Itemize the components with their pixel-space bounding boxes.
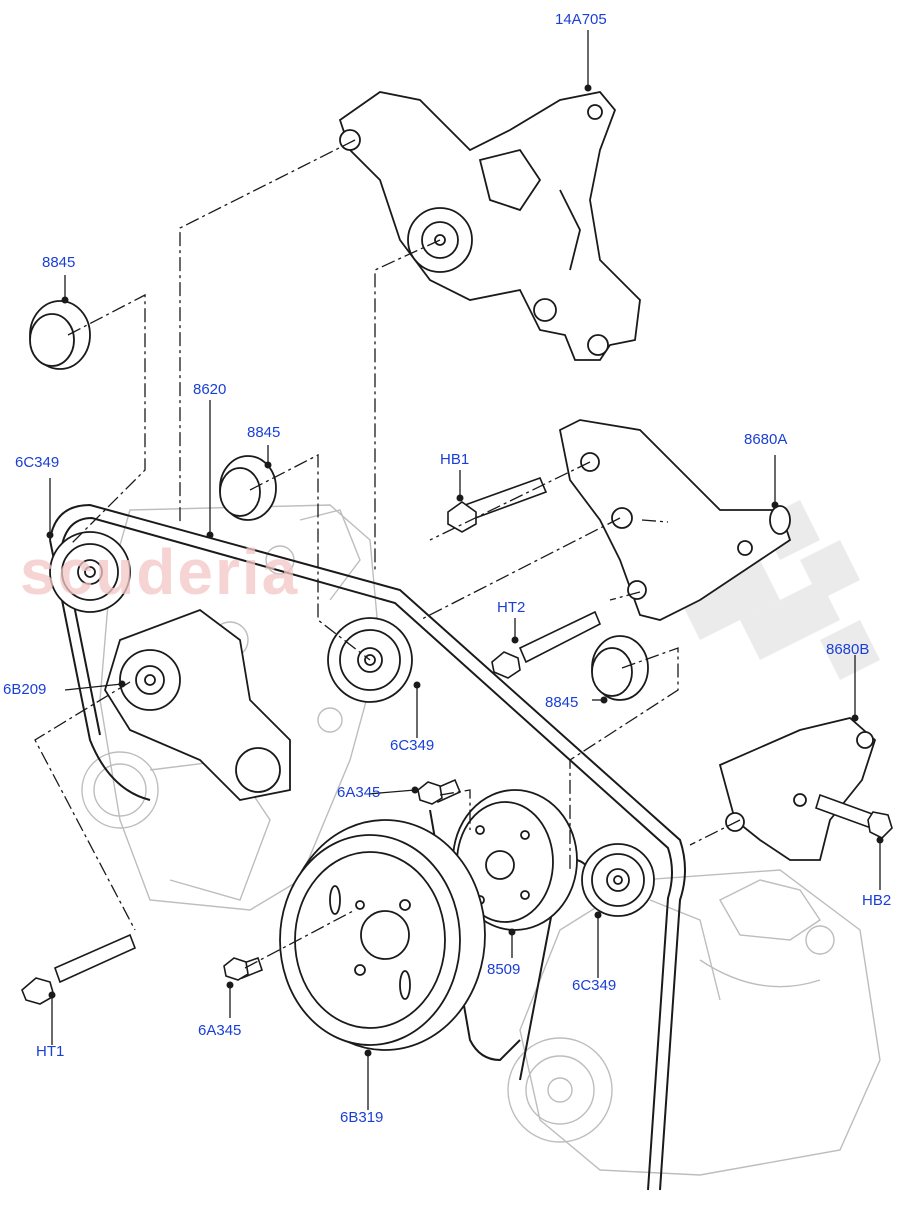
pulley-cap-8845-right (591, 635, 649, 701)
callout-8680a: 8680A (744, 431, 788, 448)
callout-6b319: 6B319 (340, 1109, 384, 1126)
callout-14a705: 14A705 (555, 11, 607, 28)
callout-6c349-left: 6C349 (15, 454, 60, 471)
callout-8680b: 8680B (826, 641, 870, 658)
callout-6a345-bottom: 6A345 (198, 1022, 242, 1039)
bracket-8680b (718, 717, 877, 861)
callout-6c349-right: 6C349 (572, 977, 617, 994)
callout-ht2: HT2 (497, 599, 526, 616)
bolt-6a345-bottom (223, 956, 263, 981)
callout-hb2: HB2 (862, 892, 892, 909)
bolt-ht2 (491, 610, 602, 679)
watermark-brand: scuderia (20, 536, 300, 608)
idler-pulley-6c349-right (581, 843, 655, 917)
bolt-ht1 (21, 933, 137, 1005)
callout-8509: 8509 (487, 961, 521, 978)
callout-hb1: HB1 (440, 451, 470, 468)
pulley-cap-8845-top (29, 300, 91, 370)
callout-8845-middle: 8845 (247, 424, 281, 441)
belt-tensioner-6b209 (104, 608, 291, 801)
assembly-centerlines (34, 139, 741, 969)
callout-8620: 8620 (193, 381, 227, 398)
crankshaft-pulley-6b319 (279, 819, 486, 1051)
idler-pulley-6c349-left (49, 531, 131, 613)
callout-8845-right: 8845 (545, 694, 579, 711)
pulley-8509 (452, 789, 578, 931)
bolt-hb2 (815, 793, 893, 839)
pulley-cap-8845-middle (219, 455, 277, 521)
bracket-14a705 (338, 91, 641, 361)
callout-6c349-middle: 6C349 (390, 737, 435, 754)
callout-6b209: 6B209 (3, 681, 47, 698)
leader-lines (49, 30, 881, 1110)
callout-ht1: HT1 (36, 1043, 65, 1060)
engine-block-ghost (81, 504, 881, 1176)
bolt-hb1 (447, 476, 548, 533)
bolt-6a345-top (417, 778, 462, 805)
callout-8845-top: 8845 (42, 254, 76, 271)
callout-6a345-top: 6A345 (337, 784, 381, 801)
leader-dots (46, 84, 884, 1057)
